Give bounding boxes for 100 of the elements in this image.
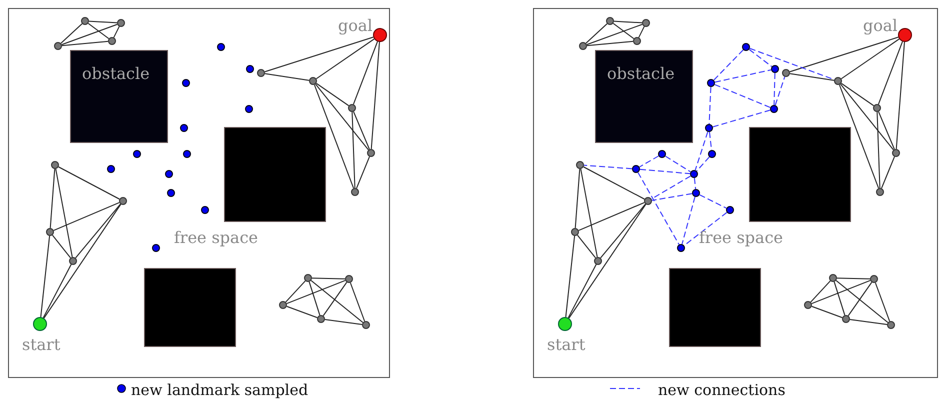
roadmap-edge (315, 84, 369, 150)
roadmap-node (782, 69, 790, 77)
roadmap-edge (638, 26, 645, 38)
roadmap-node (348, 104, 356, 112)
roadmap-node (892, 149, 900, 157)
roadmap-edge (789, 73, 835, 81)
roadmap-edge (264, 73, 310, 81)
landmark-dot (705, 124, 713, 132)
landmark-dot (165, 170, 173, 178)
landmark-dot (107, 165, 115, 173)
roadmap-node (257, 69, 265, 77)
roadmap-edge (836, 278, 870, 280)
roadmap-edge (586, 40, 634, 46)
roadmap-edge (574, 168, 580, 228)
roadmap-edge (314, 84, 354, 189)
landmark-dot (201, 206, 209, 214)
roadmap-edge (53, 202, 120, 231)
region-label: free space (699, 229, 784, 247)
roadmap-edge (840, 82, 874, 106)
dashed-connection-line (748, 48, 772, 68)
landmark-dot (658, 150, 666, 158)
dashed-connection-line (694, 177, 696, 190)
roadmap-edge (286, 280, 346, 304)
roadmap-edge (322, 282, 348, 316)
obstacle-block (749, 127, 851, 222)
legend-label: new landmark sampled (131, 381, 308, 399)
legend-label: new connections (658, 381, 786, 399)
roadmap-node (46, 228, 54, 236)
roadmap-edge (40, 235, 50, 318)
roadmap-edge (312, 278, 346, 280)
roadmap-node (576, 161, 584, 169)
landmark-dot (692, 189, 700, 197)
dashed-connection-line (774, 72, 776, 106)
landmark-dot (167, 189, 175, 197)
obstacle-block (224, 127, 326, 222)
dashed-connection-line (708, 86, 712, 124)
roadmap-edge (836, 280, 888, 323)
obstacle-block (595, 50, 693, 143)
roadmap-edge (840, 84, 894, 150)
landmark-dot (182, 79, 190, 87)
dashed-connection-line (694, 131, 708, 171)
roadmap-edge (52, 234, 72, 258)
roadmap-edge (60, 23, 83, 44)
roadmap-node (873, 104, 881, 112)
roadmap-edge (838, 84, 880, 189)
landmark-dot (726, 206, 734, 214)
landmark-dot (183, 150, 191, 158)
roadmap-node (876, 188, 884, 196)
obstacle-block (70, 50, 168, 143)
landmark-dot (742, 43, 750, 51)
dashed-connection-line (682, 196, 696, 245)
roadmap-edge (113, 26, 120, 38)
map-panel (533, 8, 938, 378)
roadmap-node (842, 315, 850, 323)
roadmap-node (571, 228, 579, 236)
landmark-dot (677, 244, 685, 252)
roadmap-edge (876, 112, 880, 188)
roadmap-edge (878, 41, 903, 105)
goal-marker (898, 28, 912, 42)
roadmap-node (804, 301, 812, 309)
roadmap-edge (896, 41, 905, 150)
roadmap-edge (324, 319, 363, 325)
start-marker (33, 317, 47, 331)
roadmap-edge (353, 111, 370, 150)
roadmap-edge (811, 306, 843, 318)
obstacle-block (144, 268, 236, 347)
roadmap-edge (568, 264, 597, 318)
roadmap-edge (848, 282, 872, 316)
dashed-connection-line (714, 69, 772, 83)
roadmap-edge (568, 204, 646, 319)
obstacle-label: obstacle (82, 65, 150, 83)
roadmap-edge (586, 24, 643, 46)
roadmap-edge (352, 112, 356, 188)
roadmap-node (345, 275, 353, 283)
roadmap-node (309, 77, 317, 85)
dashed-connection-line (714, 84, 771, 108)
roadmap-edge (308, 281, 320, 316)
dashed-connection-line (639, 168, 691, 174)
node-caption: goal (863, 17, 898, 35)
roadmap-node (351, 188, 359, 196)
roadmap-edge (75, 204, 121, 258)
roadmap-node (304, 274, 312, 282)
roadmap-edge (43, 204, 122, 319)
landmark-dot (708, 150, 716, 158)
dashed-connection-line (664, 156, 692, 172)
roadmap-node (117, 19, 125, 27)
roadmap-edge (88, 20, 118, 24)
dashed-connection-line (699, 194, 727, 209)
roadmap-node (642, 19, 650, 27)
node-caption: start (547, 336, 586, 354)
roadmap-edge (578, 202, 645, 231)
dashed-connection-line (712, 110, 771, 128)
roadmap-edge (356, 156, 370, 189)
roadmap-edge (316, 82, 350, 106)
landmark-dot (707, 79, 715, 87)
roadmap-edge (61, 40, 109, 46)
landmark-dot (180, 124, 188, 132)
landmark-dot (690, 170, 698, 178)
roadmap-edge (789, 36, 899, 72)
roadmap-edge (614, 20, 642, 24)
